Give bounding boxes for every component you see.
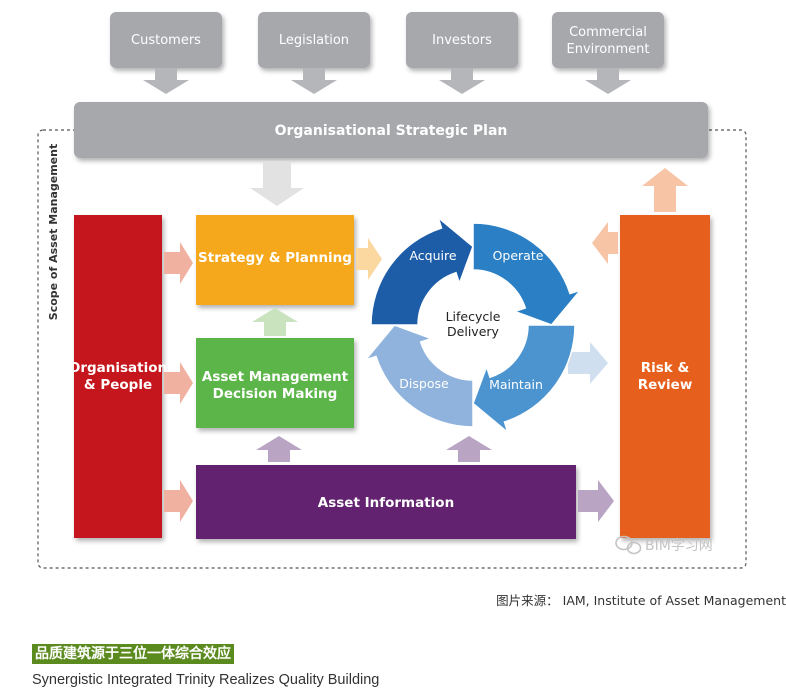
arrow-org-to-information (164, 480, 193, 522)
scope-label: Scope of Asset Management (47, 144, 60, 320)
arrow-investors-down (439, 68, 485, 94)
watermark: BIM学习网 (615, 535, 713, 555)
asset-management-diagram: Scope of Asset Management Customers Legi… (37, 12, 747, 569)
arrow-commercial-down (585, 68, 631, 94)
input-customers-label: Customers (131, 33, 201, 48)
watermark-text: BIM学习网 (645, 538, 713, 554)
decision-label-1: Asset Management (202, 369, 349, 385)
arrow-information-to-lifecycle (446, 436, 492, 462)
strategy-planning-block: Strategy & Planning (196, 215, 354, 305)
input-legislation-label: Legislation (279, 33, 349, 48)
lifecycle-center-label-1: Lifecycle (446, 309, 501, 324)
strategic-plan-bar: Organisational Strategic Plan (74, 102, 708, 158)
risk-review-block: Risk & Review (620, 215, 710, 538)
arrow-decision-to-strategy (252, 308, 298, 336)
input-investors-label: Investors (432, 33, 492, 48)
organisation-label-1: Organisation (69, 360, 167, 376)
arrow-legislation-down (291, 68, 337, 94)
input-commercial-label-2: Environment (566, 42, 649, 57)
asset-information-label: Asset Information (318, 495, 454, 511)
lifecycle-operate-arrow (472, 222, 583, 326)
organisation-people-block: Organisation & People (69, 215, 167, 538)
organisation-label-2: & People (84, 377, 152, 393)
lifecycle-acquire-label: Acquire (409, 248, 456, 263)
lifecycle-operate-label: Operate (493, 248, 544, 263)
decision-label-2: Decision Making (213, 386, 338, 402)
input-commercial-label-1: Commercial (569, 25, 647, 40)
risk-label-1: Risk & (641, 360, 690, 376)
lifecycle-center-label-2: Delivery (447, 324, 499, 339)
input-arrows (143, 68, 631, 94)
input-commercial-environment: Commercial Environment (552, 12, 664, 68)
arrow-strategy-to-lifecycle (356, 238, 382, 280)
asset-information-block: Asset Information (196, 465, 576, 539)
input-investors: Investors (406, 12, 518, 68)
arrow-customers-down (143, 68, 189, 94)
wechat-icon (615, 535, 642, 555)
lifecycle-maintain-arrow (472, 324, 576, 435)
arrow-risk-to-plan (642, 168, 688, 212)
input-customers: Customers (110, 12, 222, 68)
lifecycle-dispose-arrow (363, 324, 474, 428)
section-heading: 品质建筑源于三位一体综合效应 (32, 644, 234, 664)
strategic-plan-label: Organisational Strategic Plan (275, 123, 508, 139)
lifecycle-cycle (363, 215, 583, 435)
lifecycle-dispose-label: Dispose (399, 376, 449, 391)
information-up-arrows (256, 436, 492, 462)
strategy-planning-label: Strategy & Planning (198, 250, 352, 266)
input-legislation: Legislation (258, 12, 370, 68)
organisation-arrows (164, 242, 193, 522)
lifecycle-maintain-label: Maintain (489, 377, 543, 392)
risk-label-2: Review (638, 377, 693, 393)
arrow-risk-to-lifecycle (592, 222, 618, 264)
lifecycle-acquire-arrow (370, 215, 474, 326)
arrow-lifecycle-to-risk (568, 342, 608, 384)
section-subtitle: Synergistic Integrated Trinity Realizes … (32, 672, 380, 688)
arrow-information-to-risk (578, 480, 614, 522)
decision-making-block: Asset Management Decision Making (196, 338, 354, 428)
arrow-information-to-decision (256, 436, 302, 462)
arrow-org-to-decision (164, 362, 193, 404)
arrow-plan-to-strategy (250, 162, 304, 206)
source-caption: 图片来源： IAM, Institute of Asset Management (496, 593, 786, 608)
arrow-org-to-strategy (164, 242, 193, 284)
